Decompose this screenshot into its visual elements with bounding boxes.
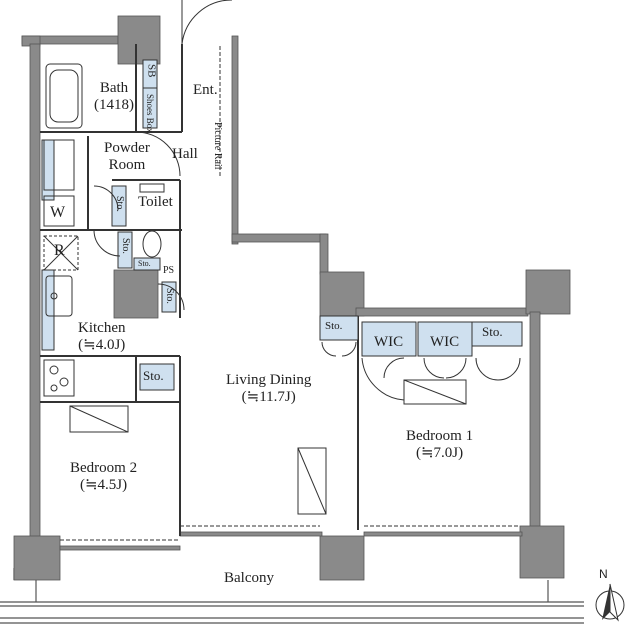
storage-areas — [41, 59, 523, 391]
interior-walls — [40, 44, 359, 536]
bedroom2-area: (≒4.5J) — [79, 477, 128, 494]
sto-bed1-label: Sto. — [482, 324, 503, 339]
bedroom1-label: Bedroom 1 — [406, 428, 474, 444]
powder-room-label-line2: Room — [108, 157, 146, 174]
wic-1-label: WIC — [374, 334, 404, 350]
wic-2-label: WIC — [430, 334, 460, 350]
bedroom2-label: Bedroom 2 — [70, 460, 138, 476]
sto-kitchen-label: Sto. — [143, 368, 164, 383]
balcony-label: Balcony — [224, 570, 274, 586]
windows — [60, 46, 520, 541]
sto-ps-label: Sto. — [164, 288, 175, 304]
picture-rail-label: Picture Rail — [212, 122, 223, 170]
compass-label: N — [599, 567, 608, 581]
sto-toilet-3-label: Sto. — [138, 259, 151, 268]
sto-toilet-2-label: Sto. — [120, 238, 131, 254]
washer-label: W — [50, 204, 66, 221]
hall-label: Hall — [172, 146, 198, 162]
fridge-label: R — [54, 242, 65, 259]
doors — [93, 0, 521, 401]
sto-living-label: Sto. — [325, 320, 343, 332]
bath-size: (1418) — [94, 97, 134, 114]
bath-label: Bath — [99, 80, 129, 96]
living-dining-label: Living Dining — [226, 372, 312, 388]
sto-toilet-1-label: Sto. — [114, 196, 125, 212]
ps-label: PS — [163, 265, 175, 276]
sb-label: SB — [145, 64, 158, 78]
balcony-rail — [0, 568, 584, 624]
living-dining-area: (≒11.7J) — [241, 389, 296, 406]
bedroom1-area: (≒7.0J) — [415, 445, 464, 462]
north-arrow-icon — [595, 583, 625, 622]
fixtures — [43, 63, 467, 515]
toilet-label: Toilet — [138, 194, 173, 210]
powder-room-label-line1: Powder — [104, 140, 150, 156]
kitchen-area: (≒4.0J) — [78, 337, 126, 354]
shoes-box-label: Shoes Box — [145, 94, 155, 133]
entrance-label: Ent. — [193, 82, 218, 98]
exterior-walls — [13, 15, 571, 581]
kitchen-label: Kitchen — [78, 320, 126, 336]
